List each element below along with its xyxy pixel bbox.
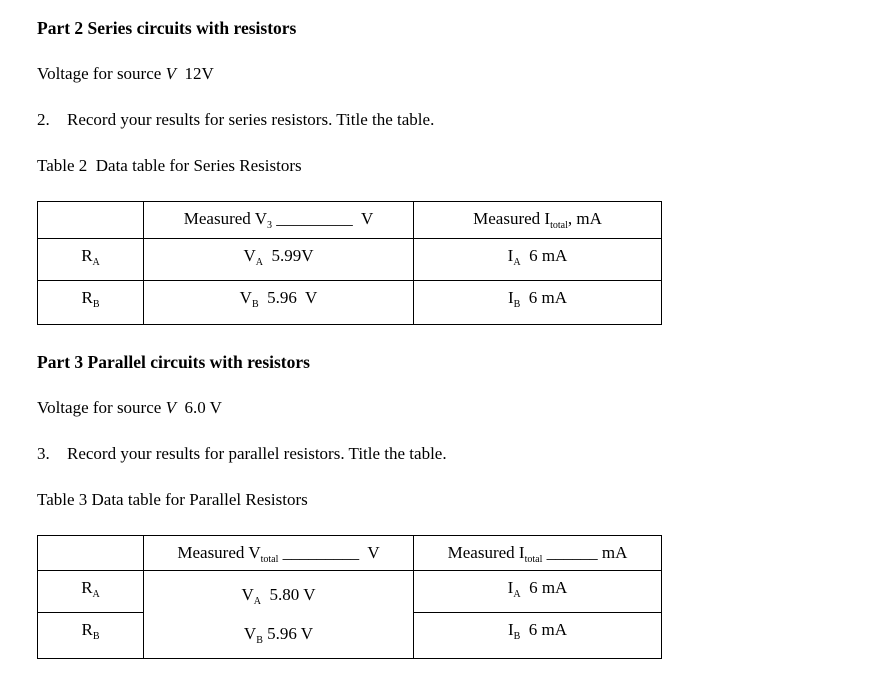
part3-step-number: 3. <box>37 444 50 463</box>
table3-rb-current-cell: IB 6 mA <box>413 612 662 659</box>
current-symbol: I <box>507 288 514 307</box>
table3-row-rb: RB IB 6 mA <box>37 612 662 659</box>
part2-step-text: Record your results for series resistors… <box>67 110 435 129</box>
table2-ra-current-cell: IA 6 mA <box>413 238 662 281</box>
table3-header-voltage: Measured Vtotal _________ V <box>143 535 414 571</box>
part2-voltage-symbol: V <box>165 64 176 83</box>
voltage-reading: 5.96 V <box>262 624 314 643</box>
resistor-label-subscript: B <box>92 298 100 310</box>
part2-step-line: 2. Record your results for series resisto… <box>37 109 860 131</box>
header-text: Measured V <box>183 209 267 228</box>
table2-ra-label-cell: RA <box>37 238 144 281</box>
current-reading: 6 mA <box>520 288 568 307</box>
part2-voltage-line: Voltage for source V 12V <box>37 63 860 85</box>
voltage-reading: 5.96 V <box>258 288 318 307</box>
resistor-label-subscript: B <box>92 630 100 642</box>
header-subscript: total <box>550 219 568 231</box>
part3-voltage-symbol: V <box>165 398 176 417</box>
current-symbol: I <box>507 620 514 639</box>
resistor-label: R <box>81 578 93 597</box>
part3-voltage-line: Voltage for source V 6.0 V <box>37 397 860 419</box>
resistor-label: R <box>81 246 93 265</box>
voltage-line-a: VA 5.80 V <box>241 585 316 607</box>
header-text: Measured I <box>447 543 525 562</box>
voltage-subscript: A <box>255 256 263 268</box>
table3-ra-current-cell: IA 6 mA <box>413 570 662 613</box>
current-subscript: B <box>513 298 521 310</box>
table2-header-current: Measured Itotal, mA <box>413 201 662 239</box>
current-subscript: A <box>513 256 521 268</box>
voltage-reading: 5.80 V <box>261 585 316 604</box>
table2-rb-voltage-cell: VB 5.96 V <box>143 280 414 325</box>
part3-table-caption: Table 3 Data table for Parallel Resistor… <box>37 490 308 509</box>
current-symbol: I <box>507 246 514 265</box>
header-subscript: total <box>524 553 543 565</box>
table3-rb-label-cell: RB <box>37 612 144 659</box>
header-subscript: total <box>260 553 279 565</box>
table3-corner-cell <box>37 535 144 571</box>
header-text: Measured I <box>473 209 551 228</box>
part3-step-text: Record your results for parallel resisto… <box>67 444 447 463</box>
resistor-label: R <box>81 288 93 307</box>
header-blank-and-unit: _________ V <box>272 209 374 228</box>
table2-rb-label-cell: RB <box>37 280 144 325</box>
table2-series-resistors: Measured V3 _________ V Measured Itotal,… <box>37 201 662 325</box>
voltage-reading: 5.99V <box>262 246 314 265</box>
table2-row-rb: RB VB 5.96 V IB 6 mA <box>37 280 662 325</box>
current-subscript: A <box>513 588 521 600</box>
current-symbol: I <box>507 578 514 597</box>
voltage-subscript: B <box>256 634 263 646</box>
table3-ra-label-cell: RA <box>37 570 144 613</box>
table2-rb-current-cell: IB 6 mA <box>413 280 662 325</box>
part3-heading: Part 3 Parallel circuits with resistors <box>37 352 310 372</box>
voltage-symbol: V <box>243 246 256 265</box>
table3-parallel-resistors: Measured Vtotal _________ V Measured Ito… <box>37 535 662 659</box>
part2-table-caption: Table 2 Data table for Series Resistors <box>37 156 302 175</box>
part2-voltage-label: Voltage for source <box>37 64 166 83</box>
voltage-symbol: V <box>241 585 254 604</box>
current-reading: 6 mA <box>520 620 568 639</box>
table3-header-row: Measured Vtotal _________ V Measured Ito… <box>37 535 662 571</box>
voltage-subscript: A <box>253 595 262 607</box>
table2-header-row: Measured V3 _________ V Measured Itotal,… <box>37 201 662 239</box>
part3-step-line: 3. Record your results for parallel resis… <box>37 443 860 465</box>
table2-corner-cell <box>37 201 144 239</box>
current-reading: 6 mA <box>520 246 568 265</box>
table3-header-current: Measured Itotal ______ mA <box>413 535 662 571</box>
current-subscript: B <box>513 630 521 642</box>
header-blank-and-unit: ______ mA <box>542 543 628 562</box>
resistor-label-subscript: A <box>92 256 100 268</box>
voltage-symbol: V <box>243 624 257 643</box>
header-unit: , mA <box>567 209 602 228</box>
part2-voltage-value: 12V <box>175 64 214 83</box>
part2-step-number: 2. <box>37 110 50 129</box>
voltage-line-b: VB 5.96 V <box>243 624 314 646</box>
table2-ra-voltage-cell: VA 5.99V <box>143 238 414 281</box>
header-subscript: 3 <box>267 219 272 231</box>
voltage-subscript: B <box>251 298 259 310</box>
current-reading: 6 mA <box>520 578 568 597</box>
header-blank-and-unit: _________ V <box>278 543 380 562</box>
voltage-symbol: V <box>239 288 252 307</box>
resistor-label: R <box>81 620 93 639</box>
table2-header-voltage: Measured V3 _________ V <box>143 201 414 239</box>
resistor-label-subscript: A <box>92 588 100 600</box>
part3-voltage-label: Voltage for source <box>37 398 166 417</box>
header-text: Measured V <box>177 543 261 562</box>
table2-row-ra: RA VA 5.99V IA 6 mA <box>37 238 662 281</box>
part2-heading: Part 2 Series circuits with resistors <box>37 18 297 38</box>
part3-voltage-value: 6.0 V <box>175 398 222 417</box>
